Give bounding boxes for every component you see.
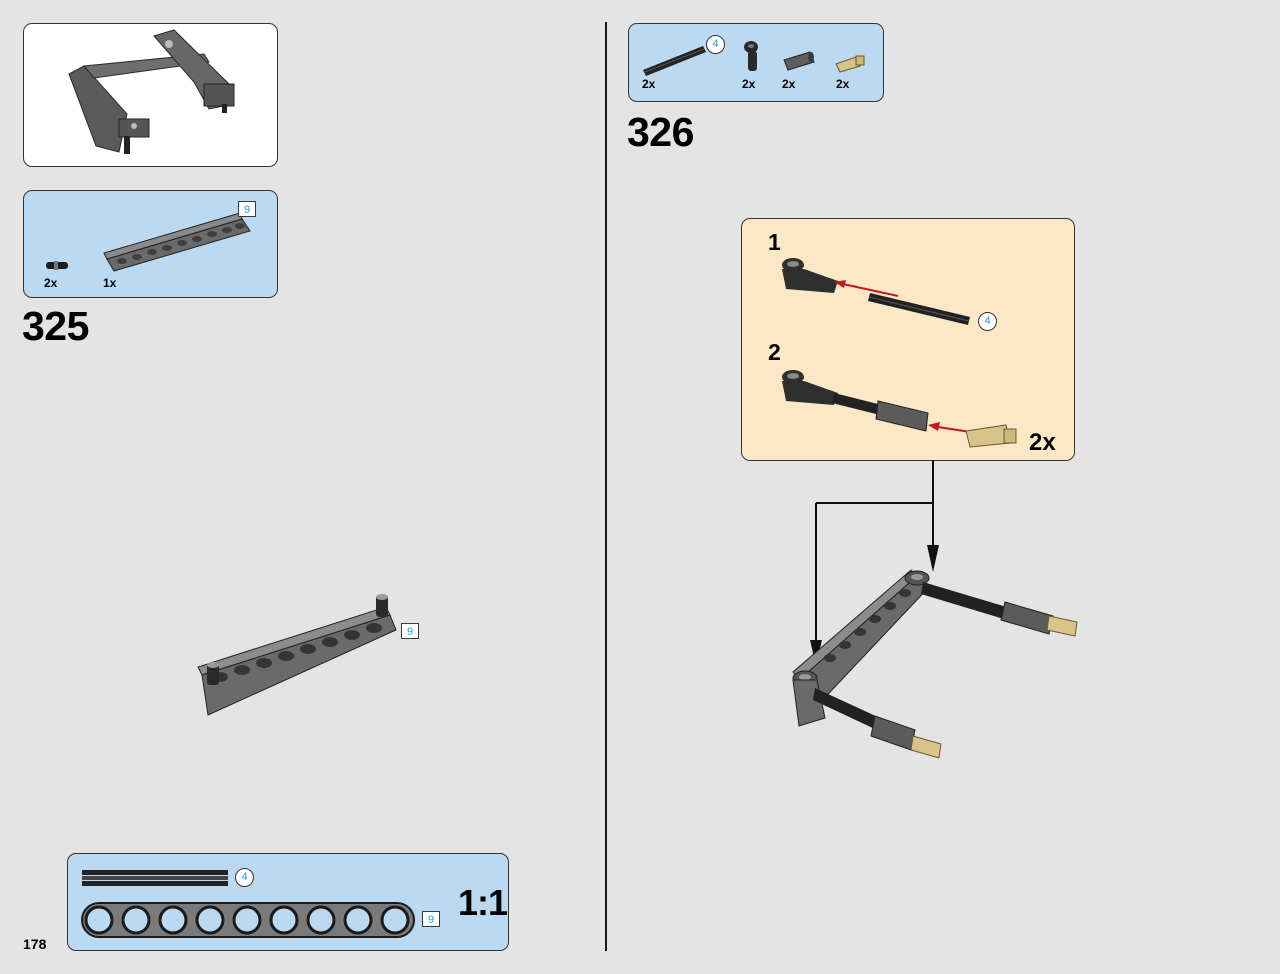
beam-with-pins-model xyxy=(197,594,397,716)
axle-connector-black-icon xyxy=(744,41,758,71)
part-quantity: 2x xyxy=(44,276,58,290)
part-quantity: 2x xyxy=(642,77,656,91)
part-quantity: 2x xyxy=(782,77,796,91)
step-326-model xyxy=(792,569,1078,759)
subassembly-box: 1 4 2 2x xyxy=(741,218,1075,461)
axle-length-callout: 4 xyxy=(978,312,997,331)
substep-multiplier: 2x xyxy=(1029,429,1056,456)
axle-4-scale-icon xyxy=(82,870,228,886)
part-quantity: 2x xyxy=(742,77,756,91)
substep-number: 1 xyxy=(768,229,781,255)
parts-list-step-326: 4 2x 2x 2x 2x xyxy=(628,23,884,102)
step-number: 326 xyxy=(627,109,694,155)
page-number: 178 xyxy=(23,936,47,952)
page-divider xyxy=(605,22,607,951)
parts-list-step-325: 2x 1x 9 xyxy=(23,190,278,298)
previous-model-preview xyxy=(23,23,278,167)
axle-length-callout: 4 xyxy=(235,868,254,887)
beam-9-scale-icon xyxy=(81,902,415,938)
model-length-callout: 9 xyxy=(401,623,419,639)
part-length-callout: 9 xyxy=(238,201,256,217)
step-number: 325 xyxy=(22,303,89,349)
tube-connector-gray-icon xyxy=(783,51,815,71)
substep-2-illustration xyxy=(782,370,1017,448)
substep-1-illustration xyxy=(782,258,970,325)
part-quantity: 2x xyxy=(836,77,850,91)
previous-model-illustration xyxy=(68,29,235,154)
pin-tan-icon xyxy=(835,55,865,73)
callout-arrows xyxy=(810,460,939,666)
scale-reference-box: 4 9 1:1 xyxy=(67,853,509,951)
part-quantity: 1x xyxy=(103,276,117,290)
beam-9-gray-icon xyxy=(103,212,251,272)
axle-4-black-icon xyxy=(643,46,706,76)
axle-pin-black-icon xyxy=(46,261,68,270)
axle-length-callout: 4 xyxy=(706,35,725,54)
scale-ratio: 1:1 xyxy=(458,882,508,923)
beam-length-callout: 9 xyxy=(422,911,440,927)
substep-number: 2 xyxy=(768,339,781,365)
